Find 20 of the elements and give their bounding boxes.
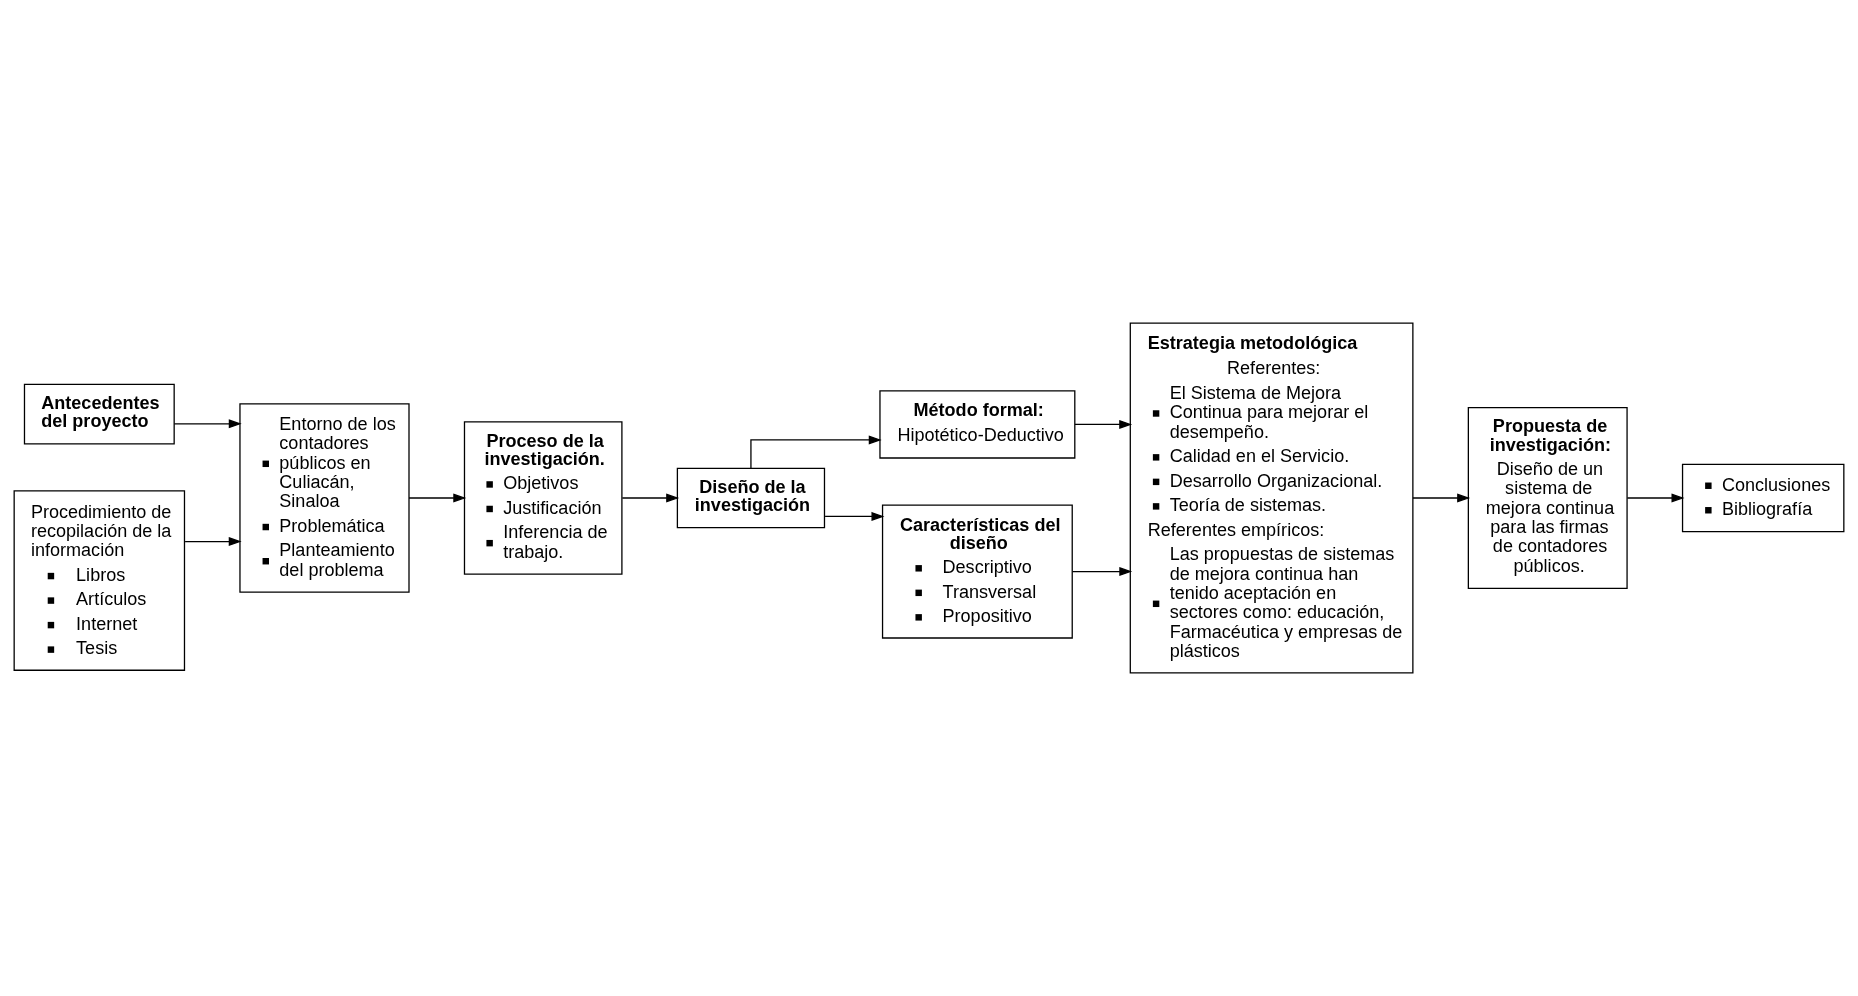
arrow: [750, 435, 882, 469]
node-box: Estrategia metodológica Referentes: El Sistema de Mejora Continua para mejorar el desempeño. Calidad en el Servicio. Desarrollo Organizacional. Teoría de sistemas. Referentes empíricos: Las propuestas de sistemas de mejora continua han tenido aceptación en sectores como: educación, Farmacéutica y empresas de plásticos: [1129, 322, 1414, 674]
arrow: [621, 493, 680, 503]
node-box: Antecedentes del proyecto: [23, 383, 175, 445]
arrow: [408, 493, 467, 503]
node-box: Propuesta de investigación: Diseño de un sistema de mejora continua para las firmas de contadores públicos.: [1467, 407, 1628, 589]
node-box: Diseño de la investigación: [676, 467, 826, 529]
arrow: [1071, 567, 1133, 577]
arrow: [184, 537, 242, 547]
node-box: Conclusiones Bibliografía: [1681, 463, 1845, 533]
arrow: [173, 419, 242, 429]
node-box: Entorno de los contadores públicos en Culiacán, Sinaloa Problemática Planteamiento del problema: [239, 403, 410, 593]
node-box: Características del diseño Descriptivo Transversal Propositivo: [881, 504, 1073, 639]
arrow: [1074, 419, 1133, 429]
node-box: Procedimiento de recopilación de la información Libros Artículos Internet Tesis: [13, 490, 186, 671]
arrow: [1412, 493, 1471, 503]
node-box: Proceso de la investigación. Objetivos Justificación Inferencia de trabajo.: [463, 421, 623, 575]
arrow: [824, 511, 885, 521]
arrow: [1626, 493, 1685, 503]
node-box: Método formal: Hipotético-Deductivo: [879, 390, 1076, 459]
